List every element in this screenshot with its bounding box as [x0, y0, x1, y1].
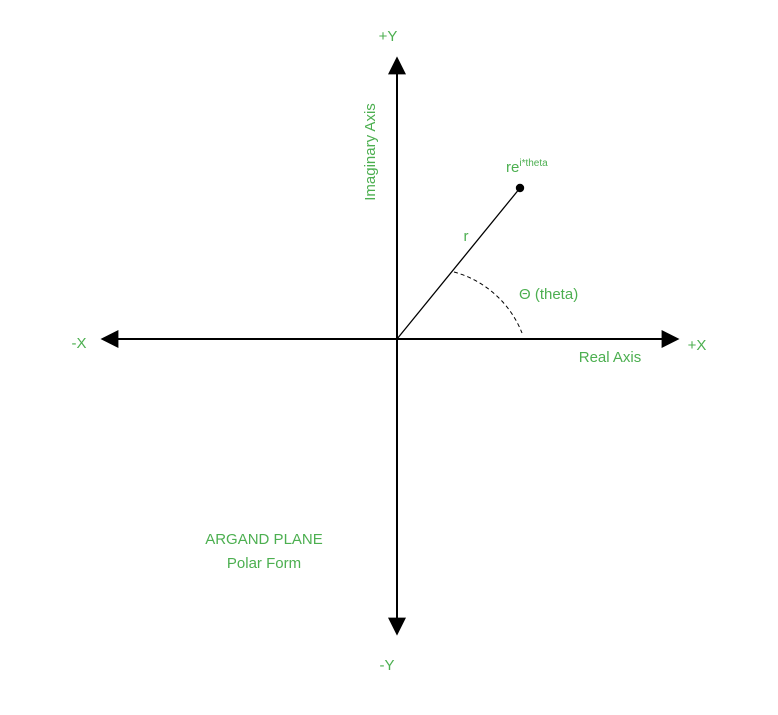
diagram-caption: ARGAND PLANE Polar Form — [178, 528, 350, 576]
caption-title: ARGAND PLANE — [205, 531, 323, 548]
radius-label: r — [464, 228, 469, 245]
complex-point-base: re — [506, 159, 519, 176]
real-axis-label: Real Axis — [579, 349, 642, 366]
caption-subtitle: Polar Form — [226, 555, 302, 572]
pos-x-label: +X — [688, 337, 707, 354]
complex-point-label: rei*theta — [506, 158, 548, 176]
theta-angle-arc — [453, 271, 523, 334]
complex-point-dot — [515, 183, 525, 193]
radius-vector-line — [396, 187, 521, 340]
neg-y-label: -Y — [380, 657, 395, 674]
imaginary-axis-label: Imaginary Axis — [362, 103, 379, 201]
complex-point-exponent: i*theta — [519, 158, 548, 169]
theta-label: Θ (theta) — [519, 286, 578, 303]
neg-x-label: -X — [72, 335, 87, 352]
pos-y-label: +Y — [379, 28, 398, 45]
